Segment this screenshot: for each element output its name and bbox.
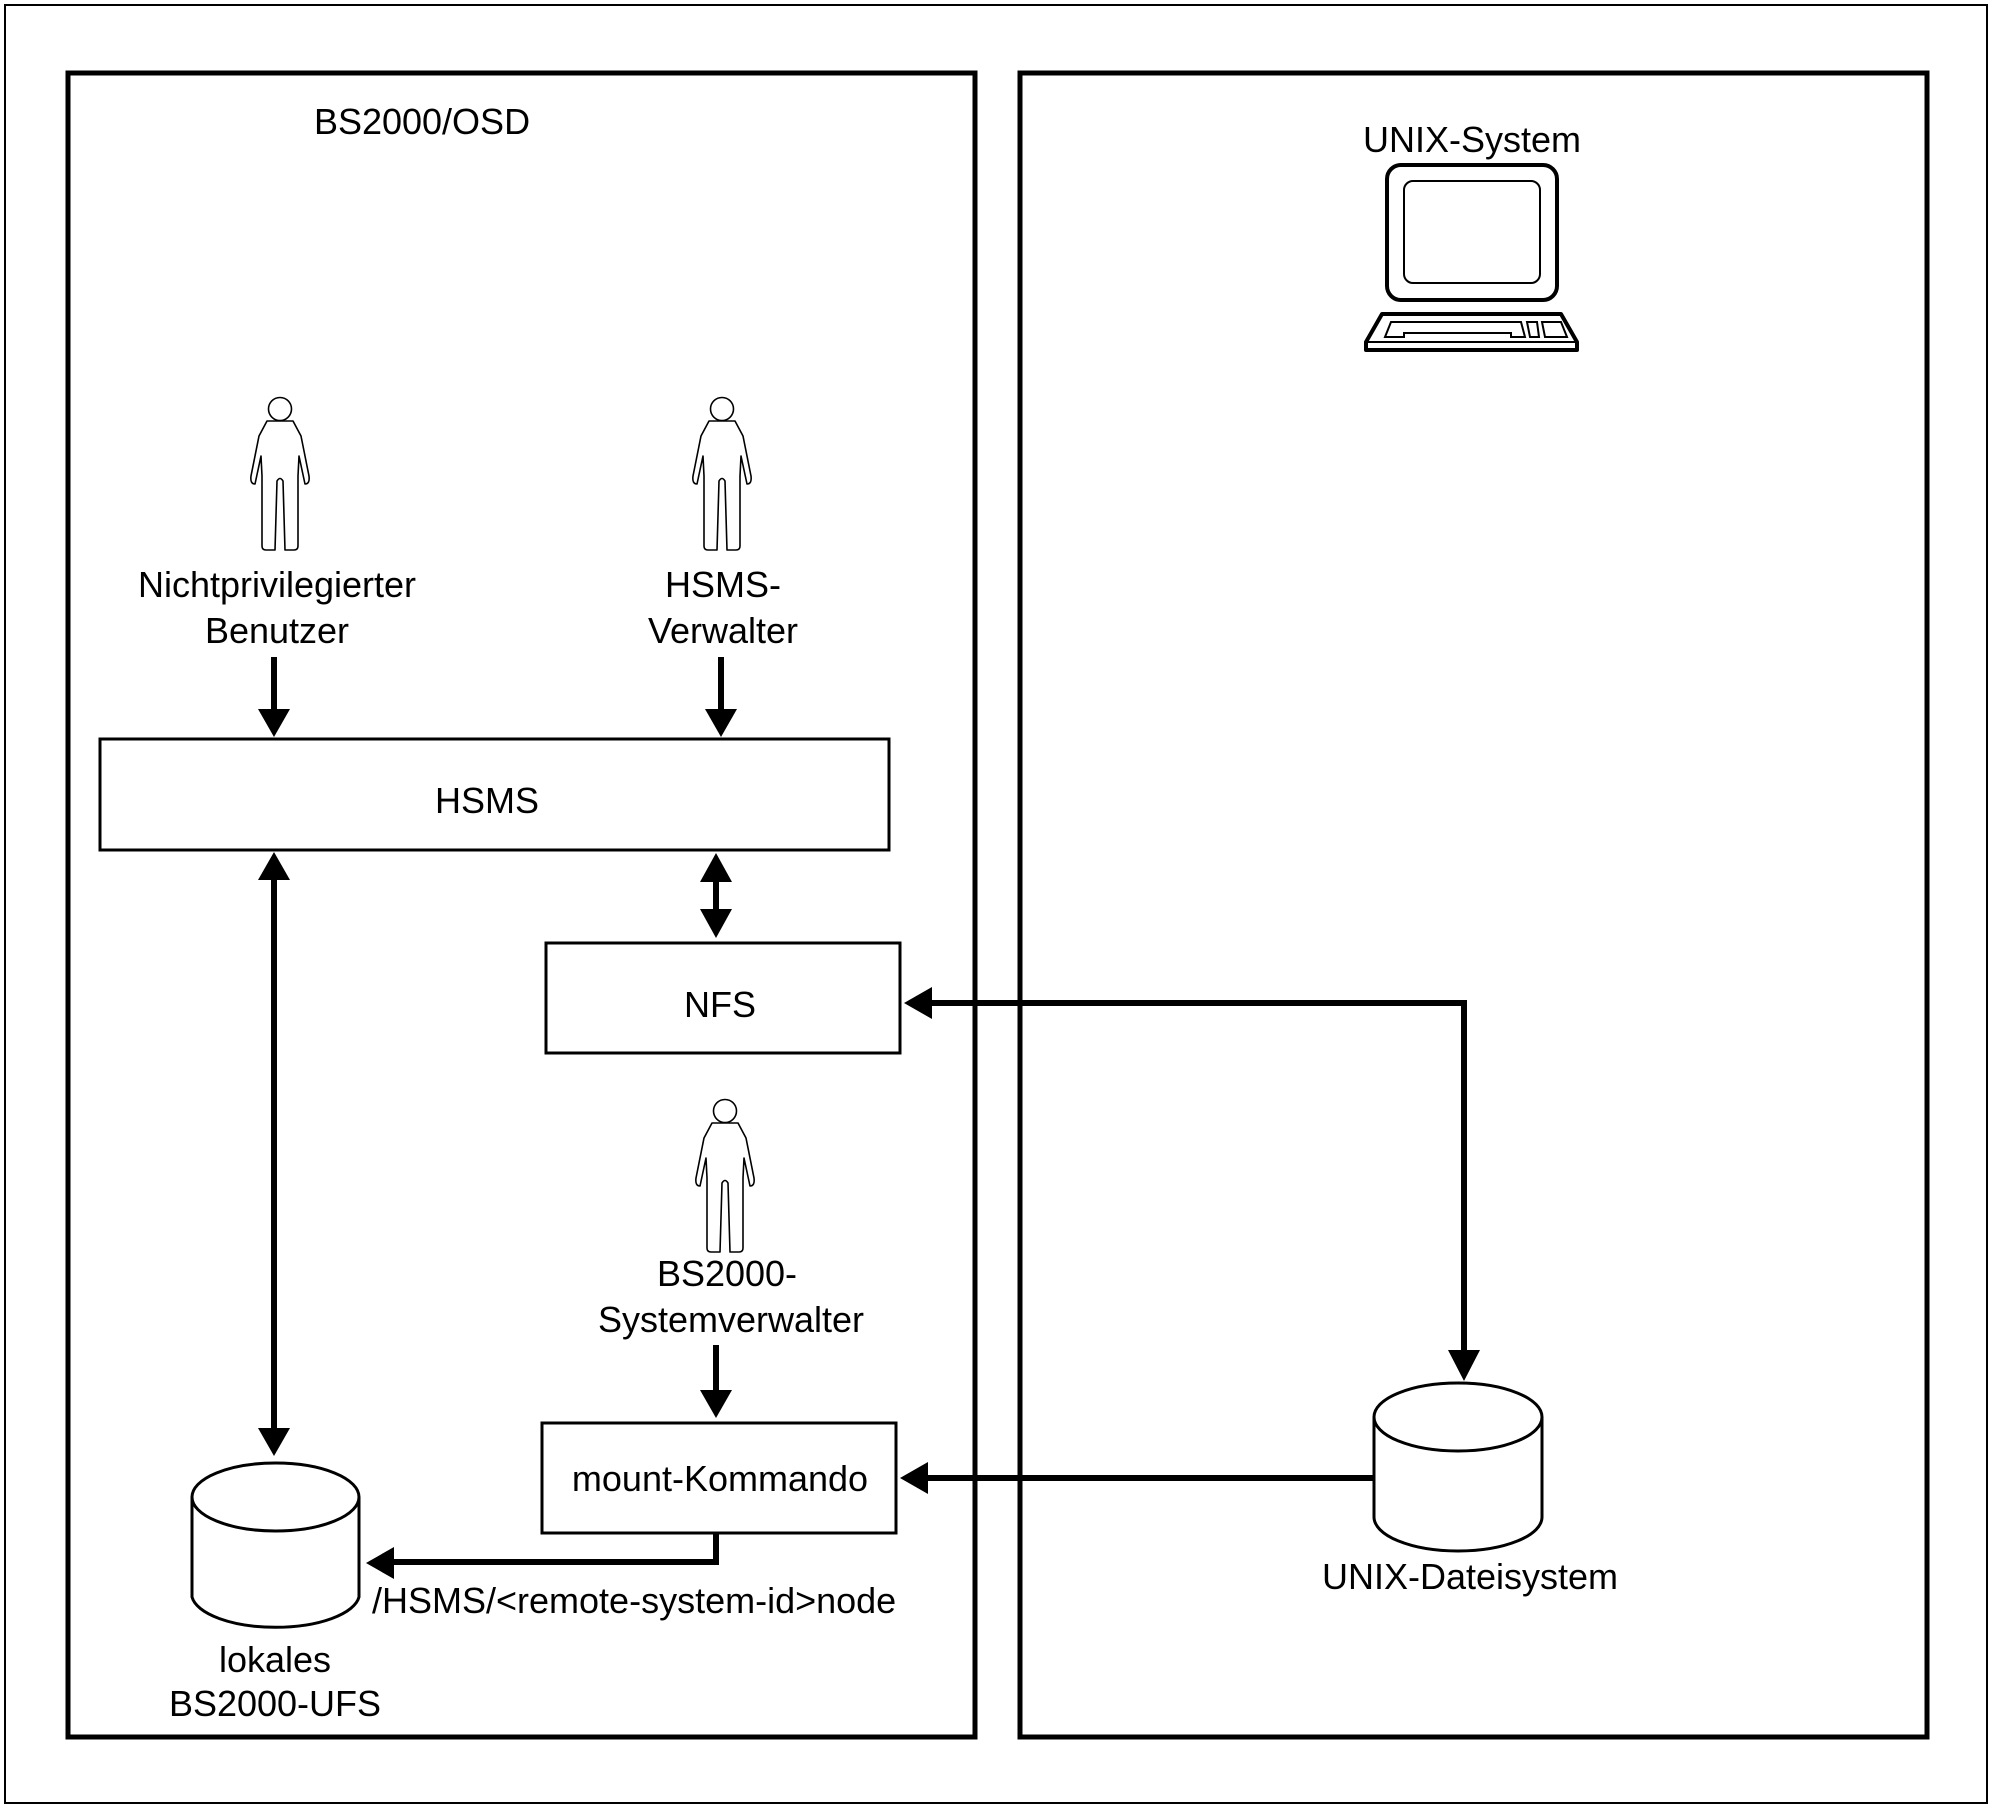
arrowhead-hsms-up-left <box>258 852 290 880</box>
arrowhead-hsmsadmin-hsms <box>705 709 737 737</box>
outer-frame <box>4 4 1988 1804</box>
arrowhead-nfs-right <box>904 987 932 1019</box>
actor-hsms-admin-line2: Verwalter <box>648 610 798 651</box>
arrowhead-sysadmin-mount <box>700 1390 732 1418</box>
arrowheads <box>258 709 1480 1579</box>
actor-sys-admin-line1: BS2000- <box>657 1253 797 1294</box>
arrowhead-local-ufs-down <box>258 1428 290 1456</box>
computer-terminal-icon <box>1364 163 1579 352</box>
person-icon-sys-admin <box>695 1098 755 1253</box>
arrowhead-nfs-down <box>700 909 732 938</box>
arrowhead-local-ufs-right <box>366 1547 394 1579</box>
connectors <box>271 657 1467 1565</box>
unix-filesystem-label: UNIX-Dateisystem <box>1322 1556 1618 1597</box>
person-icon-hsms-admin <box>692 396 752 551</box>
panel-bs2000 <box>65 70 978 1740</box>
arrowhead-user-hsms <box>258 709 290 737</box>
nfs-box-label: NFS <box>684 984 756 1025</box>
unix-filesystem-cylinder-icon <box>1372 1381 1544 1553</box>
arrow-mount-to-local <box>392 1533 719 1565</box>
local-ufs-cylinder-icon <box>190 1461 361 1629</box>
local-ufs-line2: BS2000-UFS <box>169 1683 381 1724</box>
actor-user-line1: Nichtprivilegierter <box>138 564 416 605</box>
nfs-box[interactable]: NFS <box>544 941 902 1055</box>
arrow-nfs-unixfs <box>930 1000 1467 1352</box>
arrowhead-mount-right <box>900 1462 928 1494</box>
local-ufs-line1: lokales <box>219 1639 331 1680</box>
mount-command-box[interactable]: mount-Kommando <box>540 1421 898 1535</box>
panel-unix <box>1017 70 1930 1740</box>
hsms-box-label: HSMS <box>435 780 539 821</box>
arrowhead-unixfs-down <box>1448 1350 1480 1381</box>
panel-unix-title: UNIX-System <box>1363 119 1581 160</box>
panel-bs2000-title: BS2000/OSD <box>314 101 530 142</box>
mount-command-label: mount-Kommando <box>572 1458 868 1499</box>
mount-path-annotation: /HSMS/<remote-system-id>node <box>372 1580 896 1621</box>
actor-hsms-admin-line1: HSMS- <box>665 564 781 605</box>
hsms-box[interactable]: HSMS <box>98 737 891 852</box>
actor-user-line2: Benutzer <box>205 610 349 651</box>
arrowhead-hsms-up-right <box>700 853 732 882</box>
actor-sys-admin-line2: Systemverwalter <box>598 1299 864 1340</box>
person-icon-user <box>250 396 310 551</box>
